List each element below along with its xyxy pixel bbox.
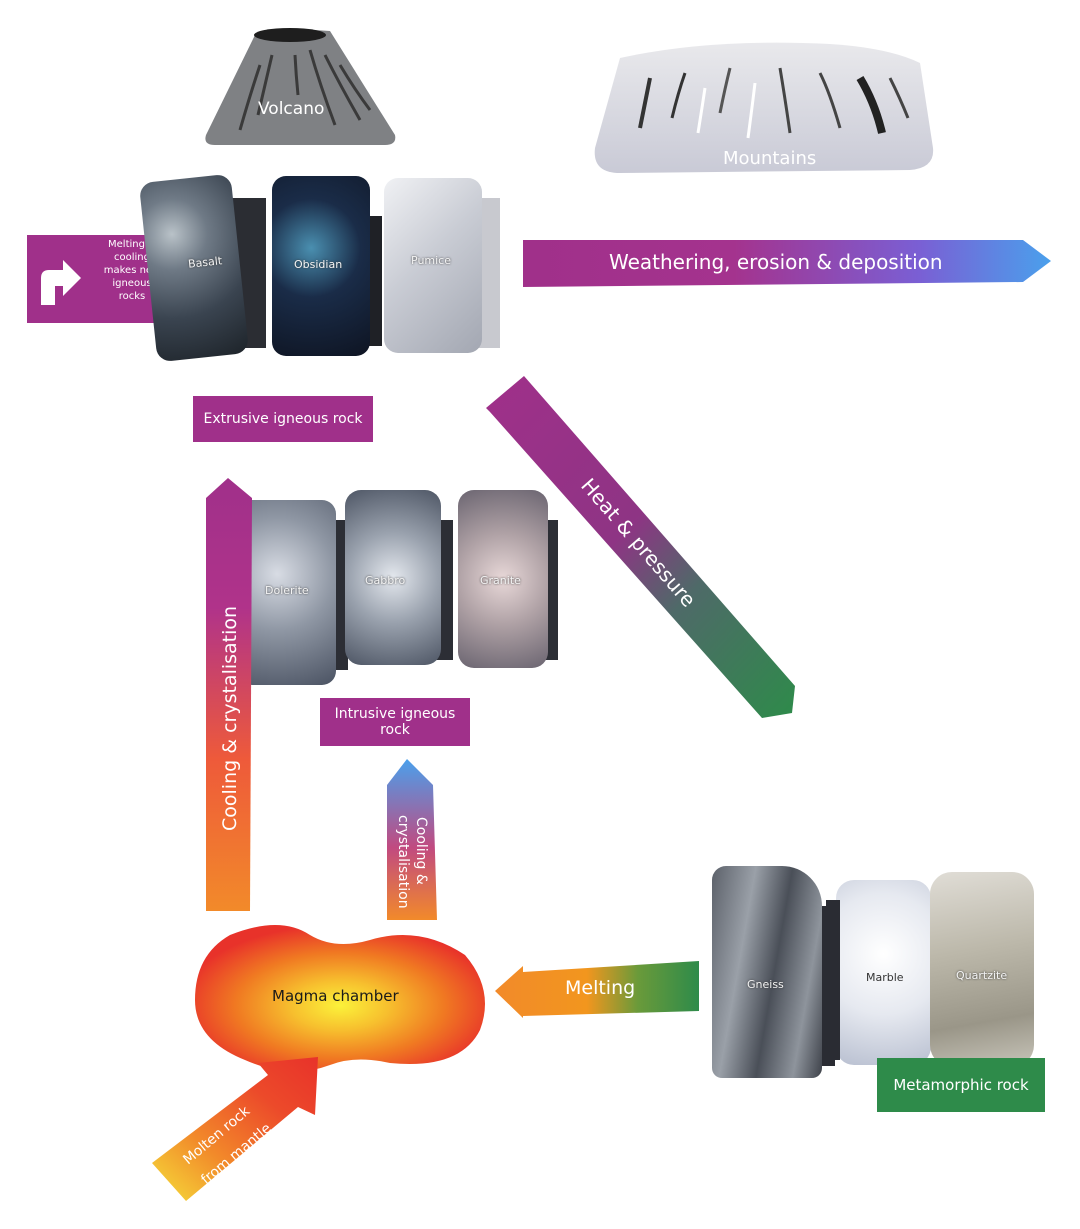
- melting-note-line: Melting &: [108, 239, 156, 250]
- rock-label: Quartzite: [956, 969, 1008, 982]
- heat-pressure-label: Heat & pressure: [576, 474, 700, 612]
- rock-photo: [458, 490, 548, 668]
- cooling-small-arrow: Cooling & crystalisation: [387, 759, 437, 920]
- cooling-crystalisation-arrow: Cooling & crystalisation: [206, 478, 252, 911]
- rock-label: Marble: [866, 971, 904, 984]
- rock-label: Gneiss: [747, 978, 784, 991]
- weathering-arrow-label: Weathering, erosion & deposition: [609, 250, 943, 274]
- rock-label: Granite: [480, 574, 521, 587]
- melting-note-text: Melting & cooling makes new igneous rock…: [95, 238, 169, 303]
- metamorphic-rock-label: Metamorphic rock: [877, 1058, 1045, 1112]
- rock-photo: [712, 866, 822, 1078]
- rock-photo: [384, 178, 482, 353]
- return-arrow-icon: [41, 260, 81, 305]
- rock-label: Obsidian: [294, 258, 343, 271]
- rock-photo: [836, 880, 931, 1065]
- weathering-arrow-shape: [523, 240, 1051, 287]
- mountains: Mountains: [590, 38, 935, 178]
- rock-gneiss: Gneiss: [712, 866, 837, 1081]
- rock-photo: [930, 872, 1034, 1067]
- rock-granite: Granite: [458, 490, 560, 670]
- melting-note-line: cooling: [114, 252, 150, 263]
- cooling-small-label-line2: crystalisation: [395, 815, 411, 909]
- volcano-shape: [205, 28, 396, 146]
- rock-card-back: [826, 900, 840, 1060]
- weathering-arrow: Weathering, erosion & deposition: [523, 234, 1053, 289]
- cooling-small-label-line1: Cooling &: [413, 817, 429, 885]
- volcano-label: Volcano: [258, 99, 325, 119]
- rock-label: Dolerite: [265, 584, 309, 597]
- extrusive-igneous-label: Extrusive igneous rock: [193, 396, 373, 442]
- melting-arrow: Melting: [495, 961, 699, 1018]
- melting-label: Melting: [565, 977, 635, 999]
- cooling-crystalisation-label: Cooling & crystalisation: [219, 606, 241, 831]
- mountains-shape: [594, 42, 934, 173]
- rock-pumice: Pumice: [384, 178, 502, 356]
- rock-label: Gabbro: [365, 574, 406, 587]
- rock-gabbro: Gabbro: [345, 490, 455, 670]
- rock-photo: [238, 500, 336, 685]
- rock-photo: [345, 490, 441, 665]
- rock-quartzite: Quartzite: [930, 872, 1038, 1070]
- melting-note-line: rocks: [118, 291, 146, 302]
- rock-basalt: Basalt: [138, 173, 268, 363]
- magma-chamber: Magma chamber: [195, 925, 485, 1072]
- mountains-label: Mountains: [723, 148, 817, 169]
- rock-obsidian: Obsidian: [272, 176, 384, 356]
- rock-label: Pumice: [411, 254, 451, 267]
- melting-note-line: makes new: [103, 265, 161, 276]
- heat-pressure-arrow: Heat & pressure: [486, 376, 795, 718]
- rock-photo: [272, 176, 370, 356]
- rock-dolerite: Dolerite: [238, 500, 350, 685]
- magma-chamber-label: Magma chamber: [272, 987, 400, 1005]
- volcano: Volcano: [200, 25, 400, 150]
- rock-marble: Marble: [826, 880, 941, 1070]
- molten-rock-arrow: Molten rock from mantle: [152, 1057, 318, 1201]
- intrusive-igneous-label: Intrusive igneous rock: [320, 698, 470, 746]
- melting-note-line: igneous: [112, 278, 152, 289]
